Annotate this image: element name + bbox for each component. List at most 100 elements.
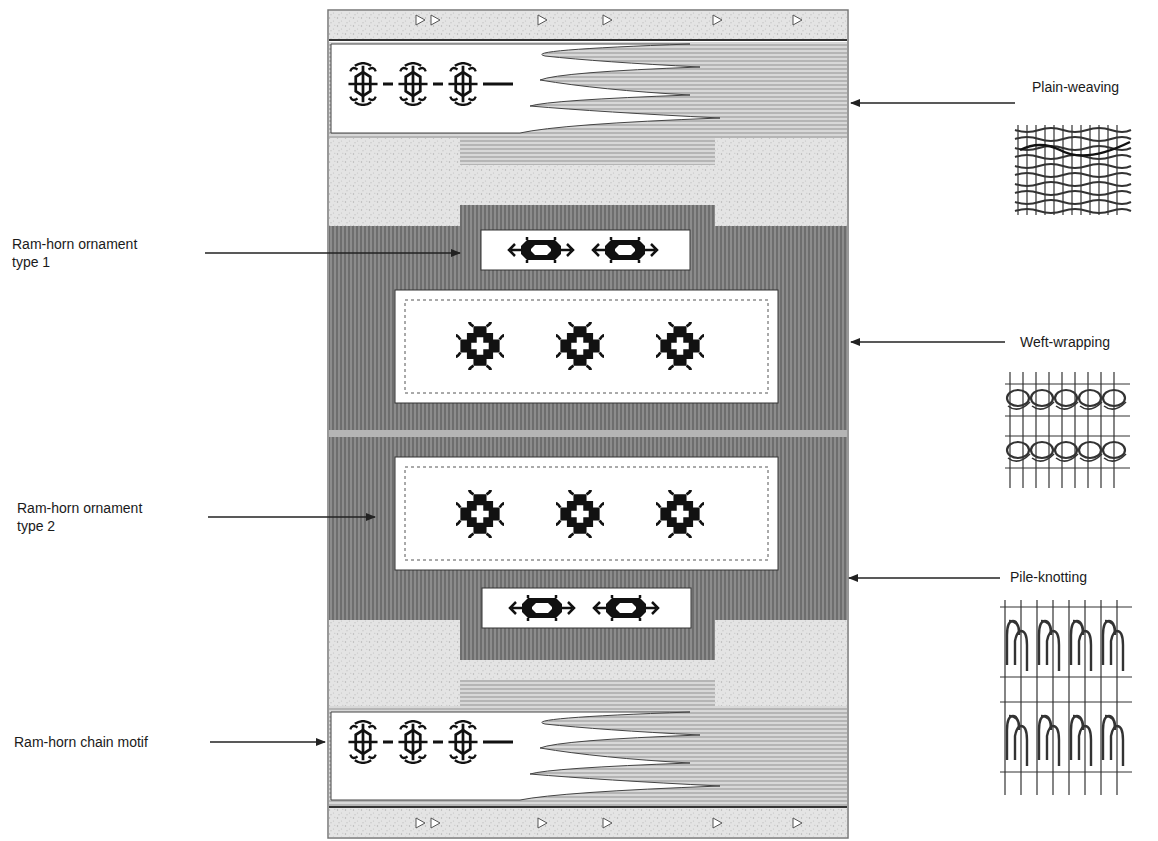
drawing-path [1015, 191, 1131, 195]
drawing-path [1032, 454, 1054, 461]
drawing-path [1056, 402, 1078, 409]
drawing-line [210, 741, 325, 742]
drawing-path [1071, 621, 1083, 665]
drawing-rect [395, 457, 778, 570]
drawing-line [1071, 125, 1072, 215]
drawing-use [509, 237, 573, 263]
drawing-ellipse [1031, 442, 1053, 458]
drawing-path [1015, 200, 1131, 204]
drawing-path [1079, 726, 1091, 766]
drawing-line [1009, 372, 1010, 488]
drawing-path [1080, 402, 1102, 409]
drawing-use [456, 322, 504, 370]
drawing-rect [328, 10, 848, 838]
drawing-ellipse [1031, 390, 1053, 406]
drawing-path [431, 818, 440, 828]
drawing-rect [329, 706, 847, 806]
drawing-path [1015, 137, 1131, 141]
callout-label: Plain-weaving [1032, 78, 1152, 96]
drawing-line [1068, 600, 1069, 795]
drawing-path [1079, 631, 1091, 671]
drawing-ellipse [1103, 442, 1125, 458]
drawing-line [208, 516, 375, 517]
drawing-path [383, 83, 513, 86]
drawing-ellipse [1103, 390, 1125, 406]
drawing-path [1008, 454, 1030, 461]
drawing-path [1015, 726, 1027, 766]
drawing-path [1103, 621, 1115, 665]
drawing-line [1000, 701, 1132, 702]
drawing-use [348, 721, 377, 763]
drawing-path [383, 741, 513, 744]
drawing-use [510, 595, 574, 621]
drawing-path [1039, 716, 1051, 760]
drawing-line [1005, 416, 1130, 417]
drawing-path [1007, 716, 1019, 760]
technique-illustrations [1000, 125, 1132, 795]
drawing-path [538, 15, 547, 25]
drawing-use [556, 490, 604, 538]
drawing-line [851, 341, 1005, 342]
drawing-path [416, 15, 425, 25]
drawing-use [398, 721, 427, 763]
drawing-ellipse [1055, 442, 1077, 458]
drawing-line [1004, 600, 1005, 795]
drawing-line [1098, 125, 1099, 215]
drawing-path [331, 44, 720, 133]
drawing-use [448, 63, 477, 105]
drawing-path [1104, 454, 1126, 461]
drawing-path [1008, 402, 1030, 409]
drawing-path [329, 205, 847, 430]
drawing-path [603, 15, 612, 25]
callout-label: Ram-horn ornament type 2 [17, 499, 167, 535]
drawing-path [1080, 454, 1102, 461]
drawing-path [1032, 402, 1054, 409]
drawing-line [1074, 372, 1075, 488]
drawing-path [460, 680, 715, 706]
drawing-line [1000, 771, 1132, 772]
drawing-path [713, 818, 722, 828]
drawing-path [1015, 164, 1131, 168]
drawing-path [1111, 726, 1123, 766]
drawing-path [416, 818, 425, 828]
drawing-line [1116, 600, 1117, 795]
drawing-use [594, 595, 658, 621]
callout-label: Weft-wrapping [1020, 333, 1150, 351]
drawing-ellipse [1007, 442, 1029, 458]
drawing-rect [329, 11, 847, 40]
drawing-path [1020, 142, 1130, 155]
drawing-line [1022, 372, 1023, 488]
drawing-use [593, 237, 657, 263]
drawing-path [1056, 454, 1078, 461]
drawing-line [851, 102, 1015, 103]
drawing-path [603, 818, 612, 828]
drawing-line [1036, 600, 1037, 795]
drawing-line [849, 577, 1000, 578]
drawing-use [398, 63, 427, 105]
drawing-rect [329, 808, 847, 837]
drawing-use [448, 721, 477, 763]
drawing-rect [329, 42, 847, 138]
drawing-rect [481, 230, 690, 270]
drawing-rect [482, 588, 691, 628]
drawing-rect [405, 467, 768, 560]
drawing-path [1039, 621, 1051, 665]
drawing-path [793, 15, 802, 25]
callout-label: Ram-horn ornament type 1 [12, 235, 162, 271]
drawing-use [656, 322, 704, 370]
drawing-line [329, 39, 847, 41]
drawing-path [460, 138, 715, 165]
drawing-ellipse [1007, 390, 1029, 406]
drawing-use [456, 490, 504, 538]
drawing-path [1104, 402, 1126, 409]
drawing-line [1084, 600, 1085, 795]
leader-lines [205, 103, 1015, 742]
drawing-line [1026, 125, 1027, 215]
drawing-ellipse [1079, 390, 1101, 406]
drawing-path [1015, 173, 1131, 177]
drawing-rect [329, 430, 847, 437]
drawing-path [713, 15, 722, 25]
drawing-path [538, 818, 547, 828]
plain-weave-illustration [1015, 125, 1131, 215]
